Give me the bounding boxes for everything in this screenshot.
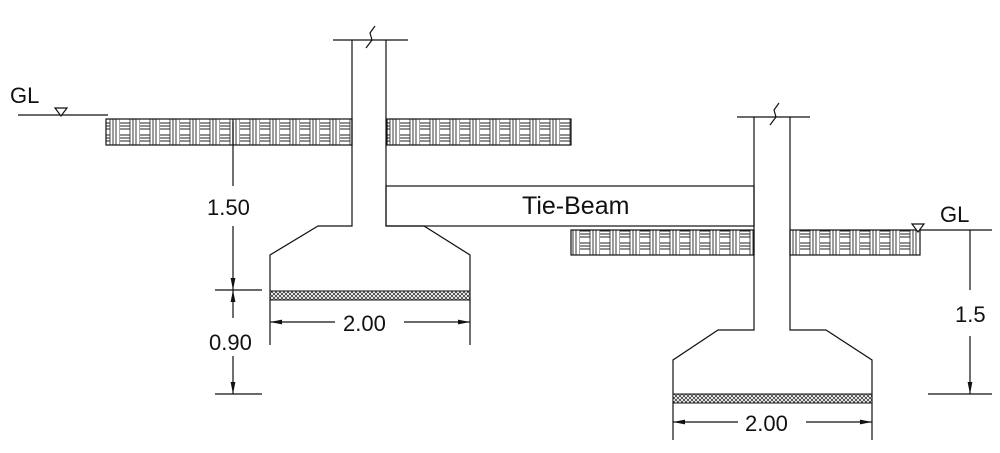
- dimension-depth-left: [215, 122, 262, 395]
- gl-label-right: GL: [940, 202, 969, 227]
- soil-layer-left: [105, 118, 572, 146]
- width-label-left: 2.00: [343, 311, 386, 336]
- tie-beam-label: Tie-Beam: [522, 192, 629, 220]
- ground-line-right: [910, 223, 992, 233]
- lean-concrete-left: [269, 290, 471, 301]
- thickness-label-left: 0.90: [209, 330, 252, 355]
- depth-label-left: 1.50: [207, 195, 250, 220]
- soil-layer-right: [570, 229, 921, 256]
- depth-label-right: 1.5: [955, 302, 986, 327]
- lean-concrete-right: [672, 393, 873, 404]
- ground-line-left: [18, 107, 108, 117]
- dimension-depth-right: [928, 230, 992, 395]
- column-right: [672, 102, 873, 440]
- gl-label-left: GL: [10, 83, 39, 108]
- width-label-right: 2.00: [745, 411, 788, 436]
